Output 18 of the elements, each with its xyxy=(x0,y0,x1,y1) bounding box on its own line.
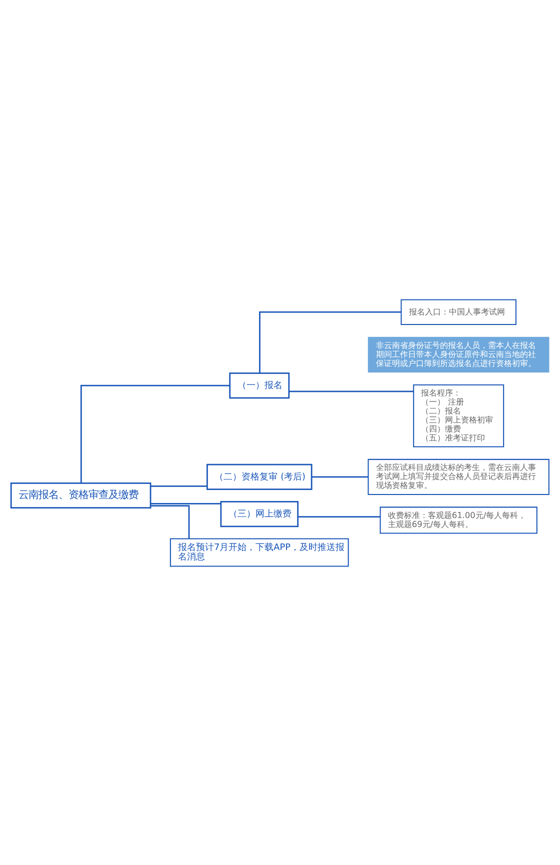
node-box: 全部应试科目成绩达标的考生，需在云南人事考试网上填写并提交合格人员登记表后再进行现场资格复审。 xyxy=(368,458,550,494)
connector xyxy=(80,384,230,483)
connector xyxy=(259,310,402,373)
node-box: （二）资格复审 (考后) xyxy=(206,463,312,490)
connector xyxy=(298,516,380,517)
node-box: 报名程序： （一） 注册 （二）报名 （三）网上资格初审 （四）缴费 （五）准考证打印 xyxy=(413,384,504,447)
node-box: 非云南省身份证号的报名人员，需本人在报名期间工作日带本人身份证原件和云南当地的社保证明或户口簿到所选报名点进行资格初审。 xyxy=(368,336,550,372)
connector xyxy=(150,504,190,538)
node-box: 收费标准：客观题61.00元/每人每科，主观题69元/每人每科。 xyxy=(380,506,538,534)
connector xyxy=(289,390,414,392)
node-box: 云南报名、资格审查及缴费 xyxy=(10,482,152,508)
node-box: 报名预计7月开始，下载APP，及时推送报名消息 xyxy=(170,538,349,566)
connector xyxy=(312,476,368,478)
node-box: 报名入口：中国人事考试网 xyxy=(400,298,516,324)
connector xyxy=(150,485,208,486)
node-box: （三）网上缴费 xyxy=(220,500,299,527)
connector xyxy=(150,502,221,504)
node-box: （一）报名 xyxy=(229,372,290,398)
